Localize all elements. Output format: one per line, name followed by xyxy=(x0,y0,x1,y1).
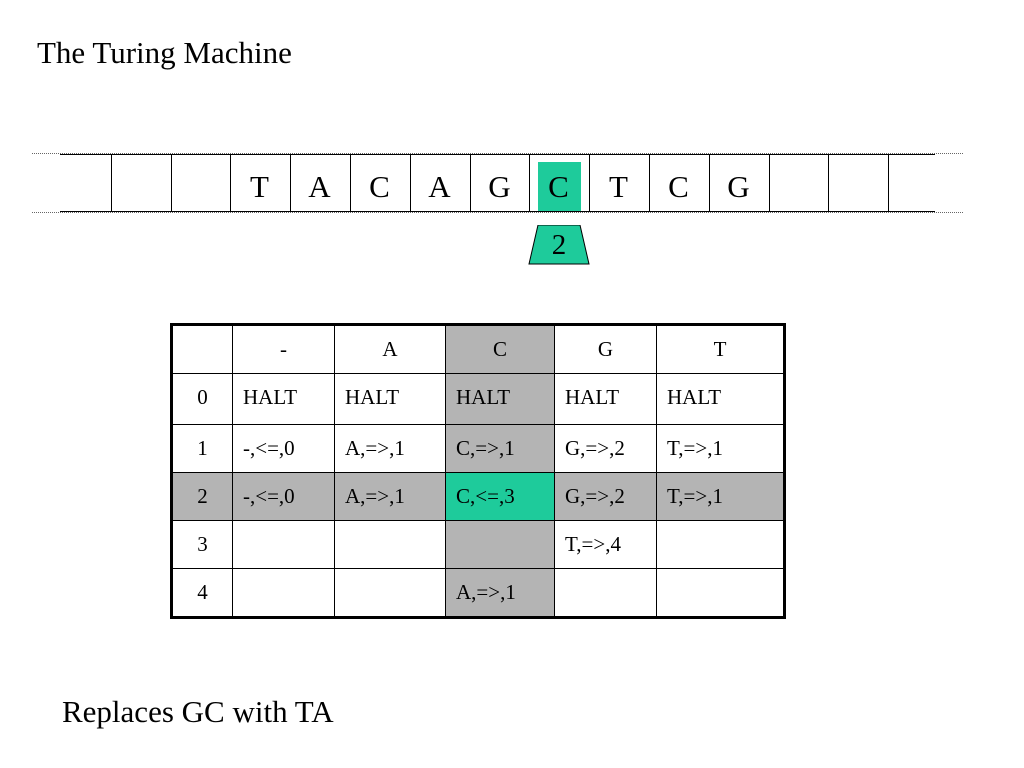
tape-cell-divider xyxy=(709,155,710,211)
tape-cell-divider xyxy=(470,155,471,211)
table-cell xyxy=(656,520,785,569)
table-cell xyxy=(554,568,657,618)
state-cell: 3 xyxy=(171,520,233,569)
tape-cell xyxy=(51,155,110,211)
state-cell: 2 xyxy=(171,472,233,521)
tape-cell: T xyxy=(609,169,628,204)
tape-cell xyxy=(769,155,828,211)
tape-cell-divider xyxy=(410,155,411,211)
head-state-label: 2 xyxy=(551,229,567,261)
tape-cell-divider xyxy=(649,155,650,211)
tape-cell: G xyxy=(727,169,750,204)
table-cell: C,=>,1 xyxy=(445,424,555,473)
table-cell xyxy=(656,568,785,618)
tape-cell-divider xyxy=(769,155,770,211)
table-cell: G,=>,2 xyxy=(554,424,657,473)
state-cell: 4 xyxy=(171,568,233,618)
tape-cell-divider xyxy=(888,155,889,211)
tape-edge-top-dotted xyxy=(32,153,963,154)
tape-cell: A xyxy=(428,169,451,204)
tape-cell-divider xyxy=(111,155,112,211)
table-cell: T,=>,1 xyxy=(656,472,785,521)
table-cell: HALT xyxy=(656,373,785,425)
tape-cell: G xyxy=(488,169,511,204)
tape-cell-divider xyxy=(230,155,231,211)
tape-edge-bottom xyxy=(60,211,935,212)
table-cell: -,<=,0 xyxy=(232,424,335,473)
tape-cell: C xyxy=(548,169,569,204)
tape-cell: C xyxy=(369,169,390,204)
table-header-cell xyxy=(171,324,233,374)
table-cell: HALT xyxy=(334,373,446,425)
tape-cell: C xyxy=(668,169,689,204)
tape-cell xyxy=(828,155,887,211)
tape-cell: T xyxy=(250,169,269,204)
tape-cell-divider xyxy=(529,155,530,211)
tape-cell xyxy=(888,155,947,211)
state-cell: 1 xyxy=(171,424,233,473)
table-cell: HALT xyxy=(232,373,335,425)
table-header-cell: T xyxy=(656,324,785,374)
table-header-cell: C xyxy=(445,324,555,374)
tape-cell-divider xyxy=(828,155,829,211)
table-cell: C,<=,3 xyxy=(445,472,555,521)
tape-edge-bottom-dotted xyxy=(32,212,963,213)
tape-edge-top xyxy=(60,154,935,155)
table-cell: T,=>,1 xyxy=(656,424,785,473)
tape-cell xyxy=(171,155,230,211)
tape-head-cell-highlight xyxy=(538,162,581,211)
tape-cell xyxy=(111,155,170,211)
table-header-cell: A xyxy=(334,324,446,374)
table-cell xyxy=(445,520,555,569)
tape-cell-divider xyxy=(589,155,590,211)
table-cell xyxy=(232,568,335,618)
tape-cell-divider xyxy=(290,155,291,211)
state-cell: 0 xyxy=(171,373,233,425)
tape-cell-divider xyxy=(171,155,172,211)
table-cell: A,=>,1 xyxy=(334,424,446,473)
slide-caption: Replaces GC with TA xyxy=(62,694,334,729)
table-header-cell: - xyxy=(232,324,335,374)
table-cell: A,=>,1 xyxy=(445,568,555,618)
head-shape xyxy=(528,225,590,265)
slide-title: The Turing Machine xyxy=(37,35,292,70)
table-cell xyxy=(232,520,335,569)
table-header-cell: G xyxy=(554,324,657,374)
transition-table: - A C G T 0 HALT HALT HALT HALT HALT 1 -… xyxy=(170,323,786,619)
table-cell: A,=>,1 xyxy=(334,472,446,521)
tape-cell: A xyxy=(308,169,331,204)
table-cell: HALT xyxy=(445,373,555,425)
table-cell: G,=>,2 xyxy=(554,472,657,521)
table-cell: -,<=,0 xyxy=(232,472,335,521)
tape-cell-divider xyxy=(350,155,351,211)
table-cell xyxy=(334,520,446,569)
table-cell xyxy=(334,568,446,618)
table-cell: HALT xyxy=(554,373,657,425)
table-cell: T,=>,4 xyxy=(554,520,657,569)
read-write-head: 2 xyxy=(528,225,590,265)
